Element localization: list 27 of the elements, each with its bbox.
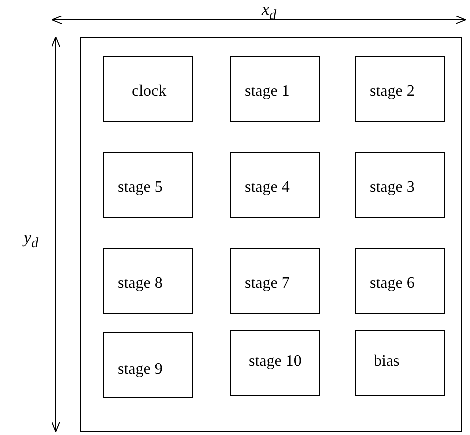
block-box <box>355 56 445 122</box>
block-label: stage 1 <box>245 83 290 101</box>
block-box <box>230 248 320 314</box>
block-label: clock <box>132 83 167 101</box>
block-box <box>230 152 320 218</box>
block-label: bias <box>374 353 400 371</box>
block-label: stage 7 <box>245 275 290 293</box>
block-label: stage 4 <box>245 179 290 197</box>
block-label: stage 8 <box>118 275 163 293</box>
block-box <box>103 248 193 314</box>
block-label: stage 5 <box>118 179 163 197</box>
block-box <box>230 56 320 122</box>
block-label: stage 2 <box>370 83 415 101</box>
block-label: stage 10 <box>249 353 302 371</box>
dimension-label: y$_{d}$ <box>24 228 39 252</box>
block-box <box>355 330 445 396</box>
block-box <box>103 332 193 398</box>
block-label: stage 6 <box>370 275 415 293</box>
block-box <box>103 56 193 122</box>
dimension-label: x$_{d}$ <box>262 0 277 24</box>
block-box <box>230 330 320 396</box>
block-box <box>355 248 445 314</box>
block-box <box>103 152 193 218</box>
block-label: stage 3 <box>370 179 415 197</box>
block-label: stage 9 <box>118 361 163 379</box>
block-box <box>355 152 445 218</box>
chip-outline <box>80 37 462 432</box>
